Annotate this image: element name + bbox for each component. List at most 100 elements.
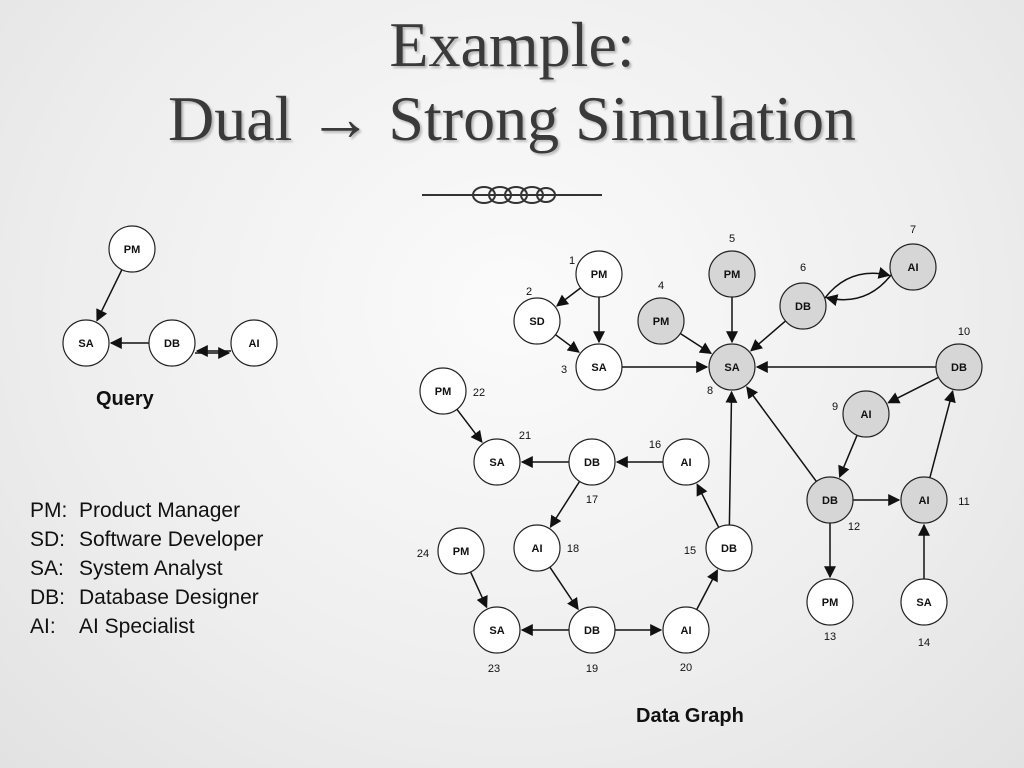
data-edge bbox=[549, 566, 579, 611]
node-circle bbox=[935, 343, 983, 391]
node-circle bbox=[513, 297, 561, 345]
query-edge bbox=[96, 269, 123, 322]
node-circle bbox=[806, 476, 854, 524]
data-node-14: SA 14 bbox=[900, 578, 948, 649]
data-node-9: AI9 bbox=[832, 390, 890, 438]
node-circle bbox=[705, 524, 753, 572]
node-number: 7 bbox=[910, 224, 916, 236]
node-label: AI bbox=[532, 543, 543, 555]
node-label: PM bbox=[724, 269, 741, 281]
query-label: Query bbox=[96, 388, 154, 410]
node-label: DB bbox=[951, 362, 967, 374]
node-circle bbox=[568, 438, 616, 486]
data-node-10: DB 10 bbox=[935, 326, 983, 391]
data-node-19: DB 19 bbox=[568, 606, 616, 675]
legend-abbr: SD: bbox=[30, 528, 66, 551]
right-arrow-icon: → bbox=[308, 83, 373, 154]
data-node-16: AI 16 bbox=[649, 438, 710, 486]
node-label: DB bbox=[164, 338, 180, 350]
data-edge bbox=[549, 480, 581, 528]
node-label: PM bbox=[822, 597, 839, 609]
node-number: 19 bbox=[586, 663, 598, 675]
legend-full: Database Designer bbox=[79, 586, 259, 609]
node-label: DB bbox=[584, 625, 600, 637]
node-circle bbox=[437, 527, 485, 575]
legend-abbr: DB: bbox=[30, 586, 66, 609]
legend-item: AI:AI Specialist bbox=[30, 612, 263, 641]
legend-item: SD:Software Developer bbox=[30, 525, 263, 554]
data-edge bbox=[824, 267, 891, 299]
node-number: 14 bbox=[918, 637, 930, 649]
node-number: 9 bbox=[832, 401, 838, 413]
data-node-23: SA 23 bbox=[473, 606, 521, 675]
data-node-21: SA 21 bbox=[473, 430, 531, 486]
node-circle bbox=[473, 438, 521, 486]
data-edge bbox=[696, 483, 720, 528]
node-label: SA bbox=[489, 457, 504, 469]
node-number: 22 bbox=[473, 387, 485, 399]
node-circle bbox=[662, 438, 710, 486]
node-circle bbox=[662, 606, 710, 654]
node-circle bbox=[575, 250, 623, 298]
node-label: DB bbox=[822, 495, 838, 507]
node-label: SA bbox=[916, 597, 931, 609]
node-circle bbox=[900, 476, 948, 524]
node-label: DB bbox=[721, 543, 737, 555]
legend-item: SA:System Analyst bbox=[30, 554, 263, 583]
data-edge bbox=[887, 376, 939, 404]
node-circle bbox=[889, 243, 937, 291]
node-number: 16 bbox=[649, 439, 661, 451]
node-number: 10 bbox=[958, 326, 970, 338]
data-node-7: AI7 bbox=[889, 224, 937, 291]
node-label: AI bbox=[249, 338, 260, 350]
node-label: PM bbox=[435, 386, 452, 398]
node-label: SA bbox=[489, 625, 504, 637]
node-circle bbox=[230, 319, 278, 367]
node-circle bbox=[575, 343, 623, 391]
data-edge bbox=[746, 386, 817, 482]
data-node-2: SD2 bbox=[513, 286, 561, 345]
legend-item: DB: Database Designer bbox=[30, 583, 263, 612]
node-label: SA bbox=[724, 362, 739, 374]
node-number: 21 bbox=[519, 430, 531, 442]
data-graph-label: Data Graph bbox=[636, 705, 744, 727]
node-number: 4 bbox=[658, 280, 664, 292]
data-node-6: DB6 bbox=[779, 262, 827, 330]
data-edge bbox=[679, 332, 713, 355]
node-label: PM bbox=[124, 244, 141, 256]
node-circle bbox=[637, 297, 685, 345]
ornament-divider-icon bbox=[422, 186, 602, 204]
data-node-8: SA 8 bbox=[707, 343, 756, 397]
data-node-4: PM4 bbox=[637, 280, 685, 345]
node-label: PM bbox=[591, 269, 608, 281]
title-line-1: Example: bbox=[389, 9, 635, 80]
node-circle bbox=[62, 319, 110, 367]
node-circle bbox=[513, 524, 561, 572]
data-edge bbox=[929, 390, 956, 478]
title-strong-simulation: Strong Simulation bbox=[388, 83, 856, 154]
data-edge bbox=[456, 408, 483, 444]
data-edge bbox=[725, 390, 738, 526]
node-number: 24 bbox=[417, 548, 429, 560]
node-label: AI bbox=[681, 457, 692, 469]
node-label: AI bbox=[681, 625, 692, 637]
legend-abbr: AI: bbox=[30, 615, 56, 638]
node-circle bbox=[900, 578, 948, 626]
node-circle bbox=[568, 606, 616, 654]
node-circle bbox=[473, 606, 521, 654]
node-number: 12 bbox=[848, 521, 860, 533]
query-node-pm: PM bbox=[108, 225, 156, 273]
node-number: 23 bbox=[488, 663, 500, 675]
node-number: 8 bbox=[707, 385, 713, 397]
legend-full: Product Manager bbox=[79, 499, 241, 522]
data-node-22: PM 22 bbox=[419, 367, 485, 415]
node-number: 17 bbox=[586, 494, 598, 506]
node-circle bbox=[842, 390, 890, 438]
legend-abbr: SA: bbox=[30, 557, 64, 580]
node-circle bbox=[108, 225, 156, 273]
